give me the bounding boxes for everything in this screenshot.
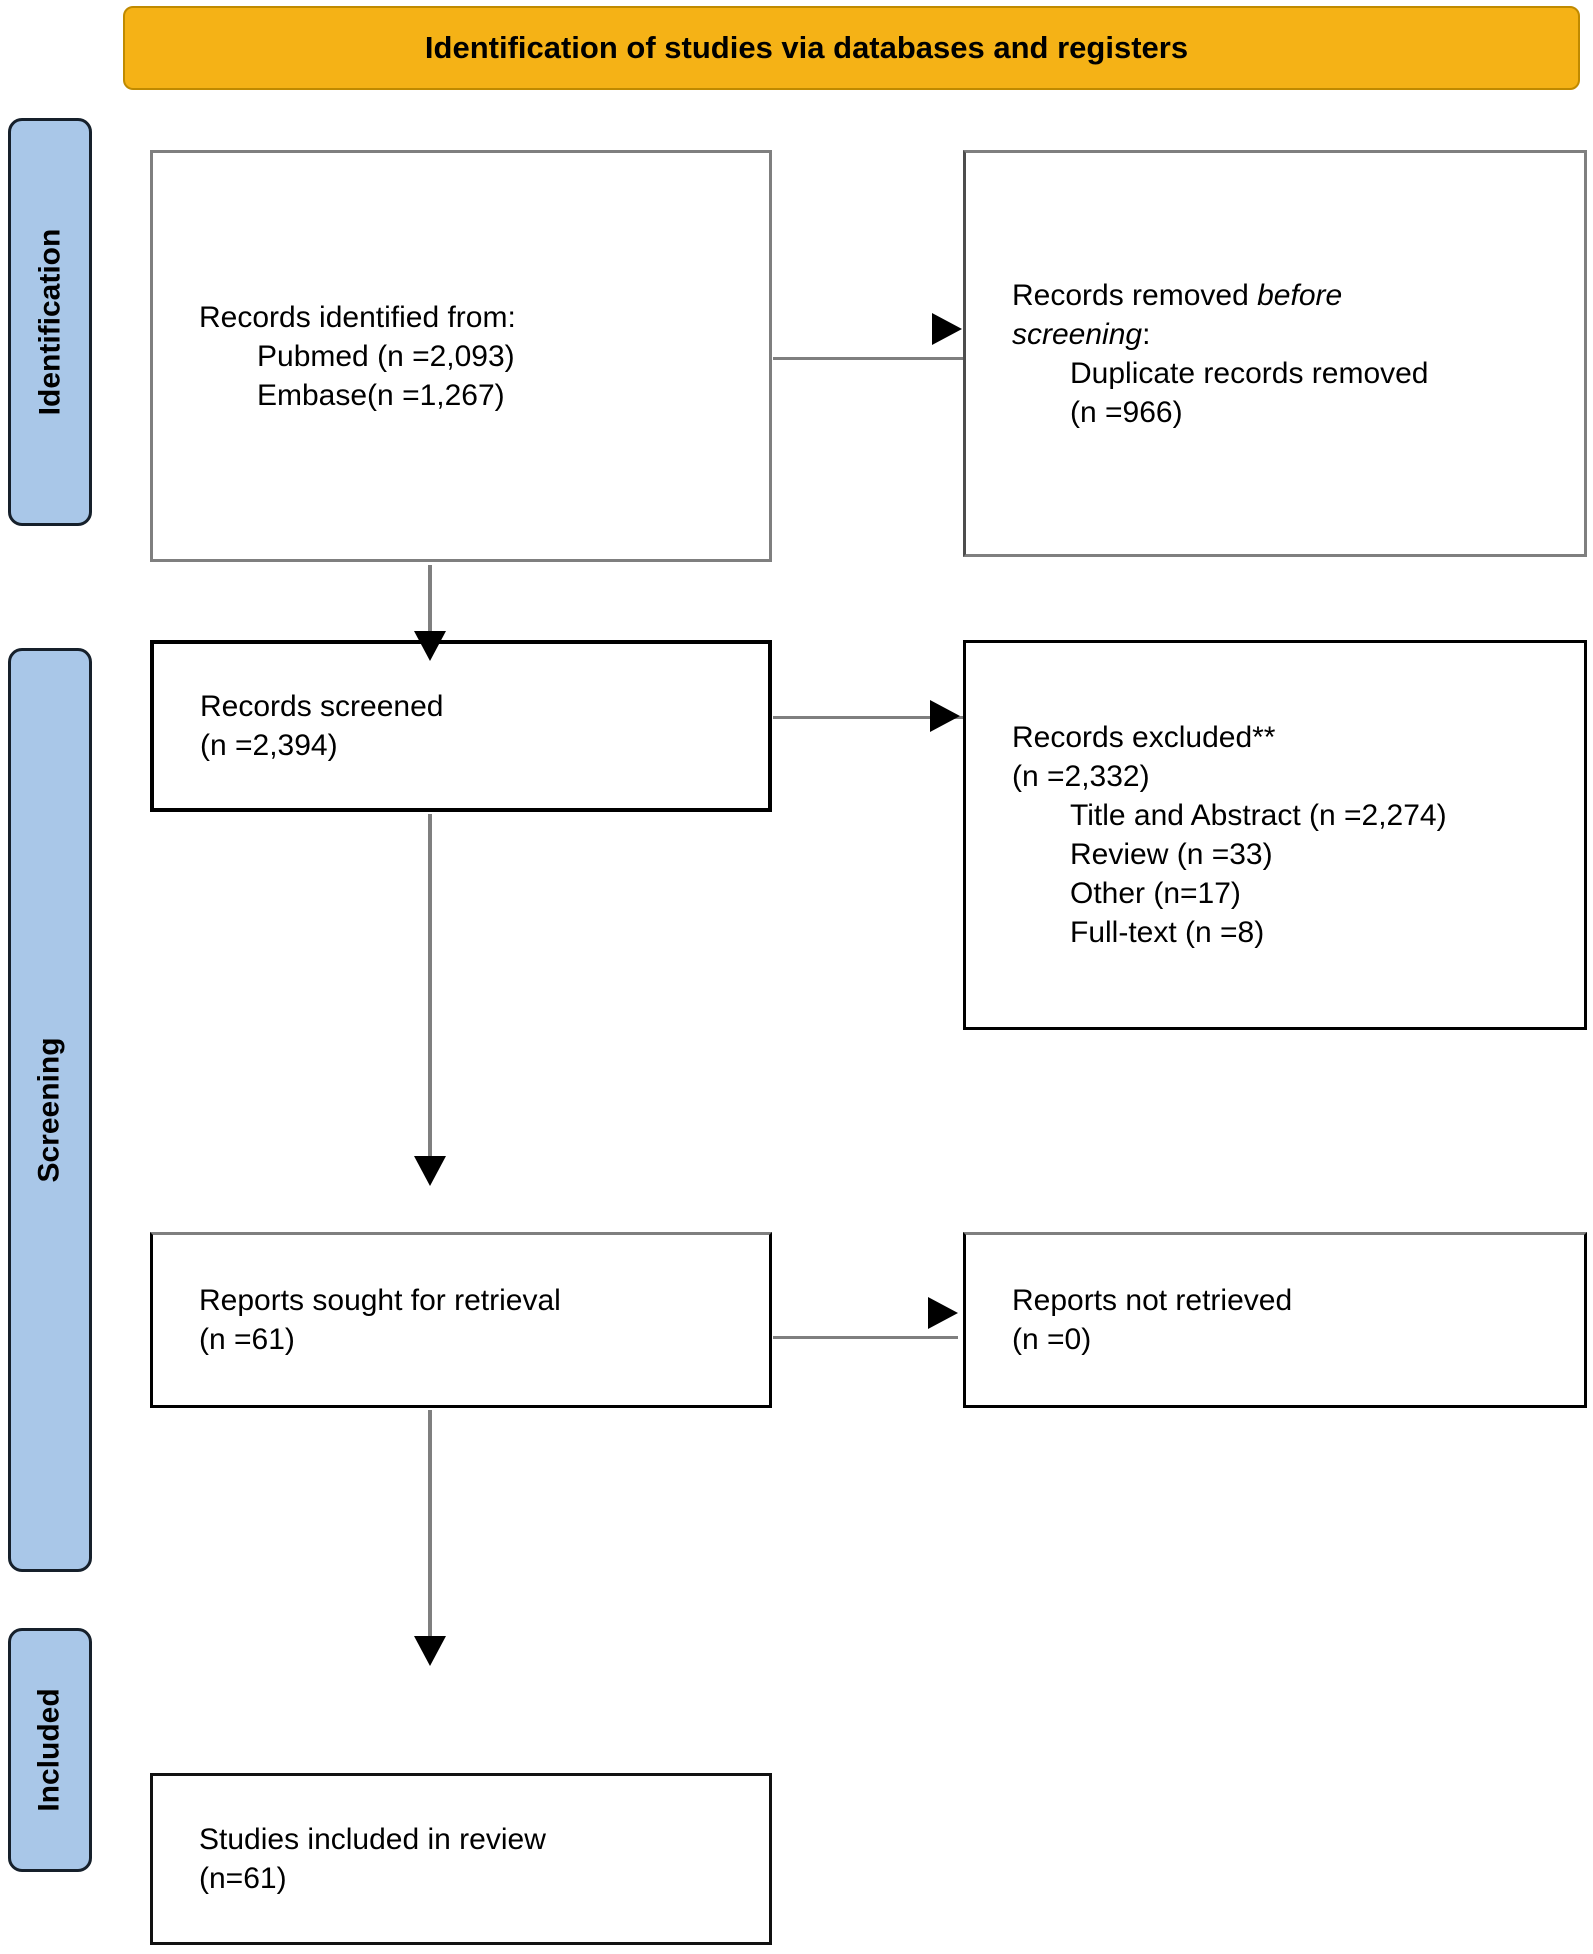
text-segment: (n =61) xyxy=(199,1323,295,1356)
box-text-line: Full-text (n =8) xyxy=(1012,913,1566,952)
arrowhead-down-icon xyxy=(414,1156,446,1186)
stage-label-included: Included xyxy=(8,1628,92,1872)
text-segment: Title and Abstract (n =2,274) xyxy=(1070,799,1447,832)
box-text-line: Studies included in review xyxy=(199,1820,751,1859)
box-reports-sought-for-retrieval: Reports sought for retrieval (n =61) xyxy=(150,1232,772,1408)
box-records-screened: Records screened (n =2,394) xyxy=(150,640,772,812)
connector-line-identified-to-removed xyxy=(773,357,963,360)
text-segment: Records screened xyxy=(200,690,444,723)
text-segment: Duplicate records removed xyxy=(1070,356,1429,390)
text-segment: (n=61) xyxy=(199,1862,287,1895)
box-text-line: Pubmed (n =2,093) xyxy=(199,337,751,376)
stage-label-identification: Identification xyxy=(8,118,92,526)
box-text-line: screening: xyxy=(1012,315,1566,354)
box-text-line: (n =966) xyxy=(1012,393,1566,432)
box-text-line: (n =2,332) xyxy=(1012,757,1566,796)
box-studies-included-in-review: Studies included in review (n=61) xyxy=(150,1773,772,1945)
text-segment: Full-text (n =8) xyxy=(1070,916,1265,949)
box-text-line: Reports not retrieved xyxy=(1012,1281,1566,1320)
arrowhead-down-icon xyxy=(414,631,446,661)
box-text-line: Duplicate records removed xyxy=(1012,354,1566,393)
connector-line-screened-to-sought xyxy=(428,814,432,1156)
text-segment: Records excluded** xyxy=(1012,721,1276,754)
arrowhead-right-icon xyxy=(932,313,962,345)
text-segment: Studies included in review xyxy=(199,1823,546,1856)
box-text-line: Review (n =33) xyxy=(1012,835,1566,874)
box-text-line: (n =2,394) xyxy=(200,726,750,765)
diagram-title-banner: Identification of studies via databases … xyxy=(123,6,1580,90)
text-segment: Pubmed (n =2,093) xyxy=(257,339,515,373)
text-segment: Other (n=17) xyxy=(1070,877,1241,910)
box-text-line: Embase(n =1,267) xyxy=(199,376,751,415)
text-segment-italic: screening xyxy=(1012,317,1143,351)
box-records-excluded: Records excluded** (n =2,332) Title and Ab… xyxy=(963,640,1587,1030)
box-text-line: (n=61) xyxy=(199,1859,751,1898)
arrowhead-right-icon xyxy=(930,700,960,732)
box-text-line: (n =61) xyxy=(199,1320,751,1359)
stage-label-screening-text: Screening xyxy=(33,1037,66,1183)
text-segment: (n =0) xyxy=(1012,1323,1092,1356)
connector-line-sought-to-notretrieved xyxy=(773,1336,958,1339)
box-reports-not-retrieved: Reports not retrieved (n =0) xyxy=(963,1232,1587,1408)
text-segment: Reports sought for retrieval xyxy=(199,1284,561,1317)
box-text-line: Records screened xyxy=(200,687,750,726)
connector-line-identified-to-screened xyxy=(428,565,432,631)
stage-label-included-text: Included xyxy=(33,1688,66,1812)
connector-line-screened-to-excluded xyxy=(773,716,963,719)
text-segment: Reports not retrieved xyxy=(1012,1284,1293,1317)
text-segment-italic: before xyxy=(1257,278,1343,312)
text-segment: (n =2,332) xyxy=(1012,760,1150,793)
arrowhead-right-icon xyxy=(928,1297,958,1329)
arrowhead-down-icon xyxy=(414,1636,446,1666)
box-text-line: Records removed before xyxy=(1012,276,1566,315)
text-segment: (n =966) xyxy=(1070,395,1183,429)
box-text-line: Other (n=17) xyxy=(1012,874,1566,913)
text-segment: Review (n =33) xyxy=(1070,838,1273,871)
box-text-line: Records identified from: xyxy=(199,298,751,337)
text-segment: Embase(n =1,267) xyxy=(257,378,505,412)
connector-line-sought-to-included xyxy=(428,1410,432,1636)
box-text-line: Reports sought for retrieval xyxy=(199,1281,751,1320)
text-segment: Records identified from: xyxy=(199,300,516,334)
box-text-line: (n =0) xyxy=(1012,1320,1566,1359)
text-segment: (n =2,394) xyxy=(200,729,338,762)
box-text-line: Records excluded** xyxy=(1012,718,1566,757)
stage-label-screening: Screening xyxy=(8,648,92,1572)
text-segment: : xyxy=(1142,317,1151,351)
box-records-identified: Records identified from: Pubmed (n =2,093… xyxy=(150,150,772,562)
diagram-title: Identification of studies via databases … xyxy=(424,30,1189,65)
stage-label-identification-text: Identification xyxy=(33,228,67,416)
box-text-line: Title and Abstract (n =2,274) xyxy=(1012,796,1566,835)
text-segment: Records removed xyxy=(1012,278,1258,312)
